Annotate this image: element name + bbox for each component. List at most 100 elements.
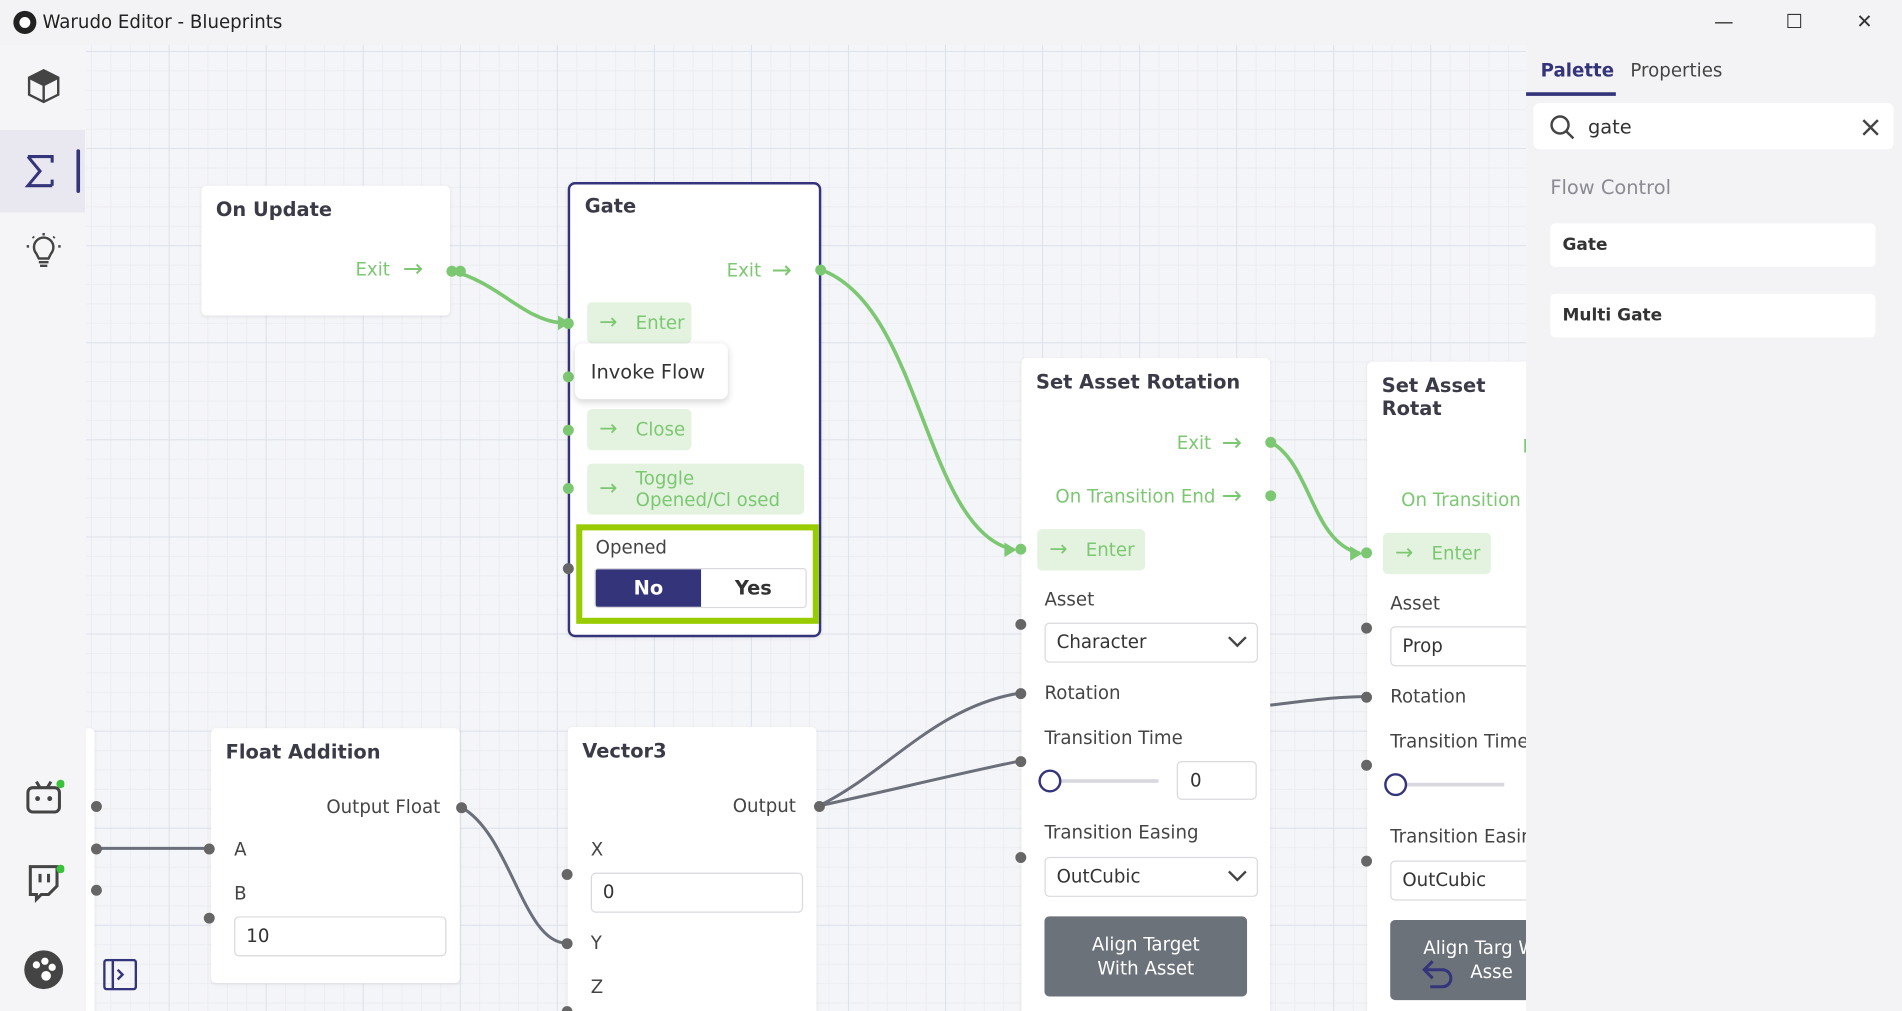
enter-port[interactable] <box>1015 543 1027 555</box>
set-asset-rotation-node-2[interactable]: Set Asset Rotat I On Transition I → Ente… <box>1367 361 1527 1011</box>
output-float-port[interactable] <box>456 802 468 814</box>
on-transition-end-label: On Transition End <box>1055 485 1216 508</box>
on-update-exit-port[interactable] <box>446 265 458 277</box>
palette-item-multi-gate[interactable]: Multi Gate <box>1550 293 1876 338</box>
node-title: Set Asset Rotat <box>1381 373 1486 420</box>
a-port[interactable] <box>203 843 215 855</box>
opened-label: Opened <box>595 536 667 559</box>
transition-time-slider-handle[interactable] <box>1038 769 1062 793</box>
title-bar: Warudo Editor - Blueprints — ☐ ✕ <box>0 0 1902 45</box>
transition-time-label: Transition Time <box>1390 730 1527 753</box>
easing-dropdown[interactable]: OutCubic <box>1390 860 1527 901</box>
search-input[interactable]: gate <box>1587 115 1632 139</box>
transition-time-slider-handle[interactable] <box>1384 773 1408 797</box>
undo-icon[interactable] <box>1421 958 1457 990</box>
offscreen-node[interactable] <box>86 728 95 1011</box>
enter-flow-button[interactable]: → Enter <box>1037 529 1146 571</box>
tab-palette[interactable]: Palette <box>1540 59 1615 82</box>
asset-dropdown[interactable]: Prop <box>1390 626 1527 667</box>
align-button-label: Align Target With Asset <box>1091 933 1200 980</box>
tab-properties[interactable]: Properties <box>1630 59 1723 82</box>
maximize-button[interactable]: ☐ <box>1785 9 1803 33</box>
gate-close-port[interactable] <box>562 424 574 436</box>
output-port[interactable] <box>813 801 825 812</box>
set-asset-rotation-node[interactable]: Set Asset Rotation Exit → On Transition … <box>1021 358 1271 1011</box>
enter-flow-button[interactable]: → Enter <box>1382 532 1491 575</box>
palette-search[interactable]: gate <box>1533 103 1894 150</box>
opened-toggle[interactable]: No Yes <box>594 568 807 609</box>
rotation-port[interactable] <box>1361 691 1373 703</box>
bot-icon[interactable] <box>19 773 68 822</box>
z-label: Z <box>590 975 604 998</box>
z-port[interactable] <box>561 1006 573 1011</box>
exit-label: Exit <box>1176 432 1212 454</box>
arrow-right-icon: → <box>1395 540 1414 566</box>
arrow-right-icon: → <box>599 309 618 335</box>
exit-label: I <box>1522 436 1526 458</box>
lightbulb-icon[interactable] <box>19 227 68 276</box>
arrow-right-icon: → <box>1221 427 1242 457</box>
transition-time-slider-track[interactable] <box>1051 779 1159 783</box>
port-dot[interactable] <box>90 801 102 812</box>
enter-flow-button[interactable]: → Enter <box>587 302 692 344</box>
gate-toggle-port[interactable] <box>562 483 574 494</box>
port-dot[interactable] <box>90 843 102 855</box>
vector3-node[interactable]: Vector3 Output X 0 Y Z <box>567 727 817 1011</box>
cube-icon[interactable] <box>19 62 68 111</box>
transition-time-port[interactable] <box>1015 756 1027 768</box>
gate-node[interactable]: Gate Exit → → Enter → Close → Toggle Ope… <box>567 182 822 638</box>
clear-search-icon[interactable] <box>1862 119 1879 136</box>
asset-dropdown[interactable]: Character <box>1044 622 1258 663</box>
active-tab-indicator <box>1526 92 1616 96</box>
transition-time-port[interactable] <box>1361 759 1373 771</box>
blueprint-canvas[interactable]: On Update Exit → Gate Exit → → Enter → C… <box>86 44 1527 1011</box>
b-input[interactable]: 10 <box>234 916 447 957</box>
align-target-button[interactable]: Align Target With Asset <box>1044 916 1248 997</box>
transition-easing-port[interactable] <box>1361 855 1373 867</box>
float-addition-node[interactable]: Float Addition Output Float A B 10 <box>211 728 460 984</box>
minimize-button[interactable]: — <box>1714 9 1734 33</box>
exit-port[interactable] <box>1265 436 1277 448</box>
port-dot[interactable] <box>454 265 466 277</box>
opened-no-option[interactable]: No <box>595 569 702 607</box>
transition-time-input[interactable]: 0 <box>1176 760 1257 800</box>
x-port[interactable] <box>561 869 573 880</box>
sidebar-active-indicator <box>0 129 85 213</box>
connection-wires <box>97 267 1368 945</box>
enter-port[interactable] <box>1361 547 1373 559</box>
toggle-flow-button[interactable]: → Toggle Opened/Cl osed <box>587 463 805 515</box>
x-label: X <box>590 838 604 861</box>
opened-yes-option[interactable]: Yes <box>701 569 806 607</box>
align-target-button[interactable]: Align Targ With Asse <box>1390 919 1527 1001</box>
on-transition-end-port[interactable] <box>1265 490 1277 502</box>
gate-opened-port[interactable] <box>562 563 574 575</box>
asset-port[interactable] <box>1015 618 1027 630</box>
asset-value: Prop <box>1402 634 1443 657</box>
a-label: A <box>234 838 247 861</box>
twitch-icon[interactable] <box>19 858 68 907</box>
x-input[interactable]: 0 <box>590 872 804 913</box>
warudo-logo-icon[interactable] <box>19 945 68 994</box>
close-flow-button[interactable]: → Close <box>587 409 692 451</box>
close-window-button[interactable]: ✕ <box>1856 9 1873 33</box>
asset-port[interactable] <box>1361 622 1373 634</box>
node-title: On Update <box>215 197 333 221</box>
rotation-port[interactable] <box>1015 688 1027 700</box>
transition-easing-label: Transition Easin <box>1390 825 1527 848</box>
b-label: B <box>234 882 247 905</box>
transition-time-slider-track[interactable] <box>1397 782 1505 787</box>
port-dot[interactable] <box>90 884 102 896</box>
port-dot[interactable] <box>562 371 574 383</box>
easing-dropdown[interactable]: OutCubic <box>1044 856 1258 897</box>
on-update-node[interactable]: On Update Exit → <box>201 185 451 316</box>
b-port[interactable] <box>203 912 215 924</box>
sigma-icon[interactable] <box>16 147 65 196</box>
x-value: 0 <box>602 881 615 903</box>
toggle-sidebar-icon[interactable] <box>103 958 138 991</box>
palette-item-gate[interactable]: Gate <box>1550 223 1876 268</box>
opened-highlight: Opened No Yes <box>576 524 819 624</box>
gate-exit-port[interactable] <box>815 264 827 276</box>
gate-enter-port[interactable] <box>562 317 574 329</box>
y-port[interactable] <box>561 938 573 950</box>
transition-easing-port[interactable] <box>1015 852 1027 863</box>
